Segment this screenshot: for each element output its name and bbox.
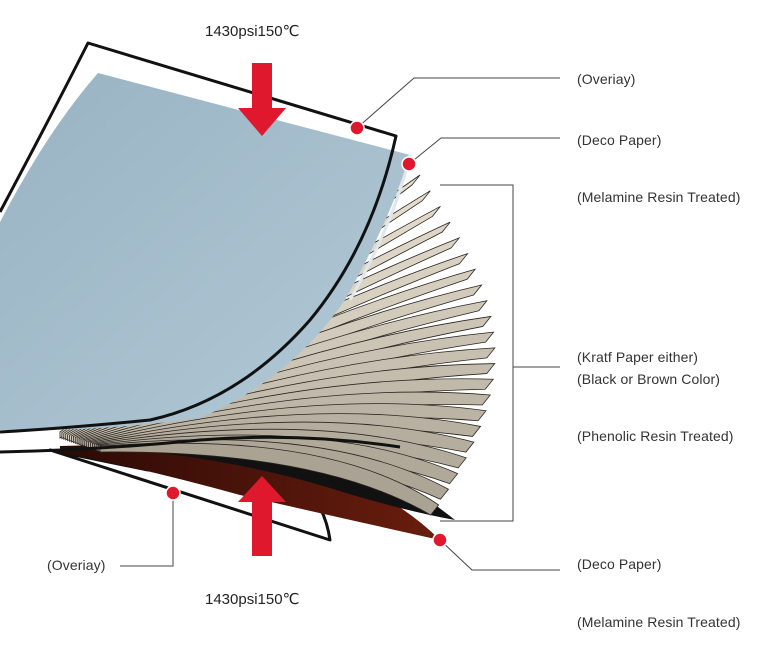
kraft-sheet	[99, 442, 440, 516]
label-overlay-bottom: (Overiay)	[47, 557, 106, 573]
bottom-pressure-arrow	[238, 476, 286, 556]
marker-deco-bottom	[432, 532, 448, 548]
leader-deco-bottom	[439, 539, 560, 571]
leader-overlay-top	[356, 77, 560, 129]
leader-deco-top	[408, 137, 560, 165]
marker-overlay-bottom	[165, 485, 181, 501]
label-melamine-top: (Melamine Resin Treated)	[577, 189, 741, 205]
label-overlay-top: (Overiay)	[577, 71, 636, 87]
label-melamine-bottom: (Melamine Resin Treated)	[577, 614, 741, 630]
label-kraft-line1: (Kratf Paper either)	[577, 349, 699, 365]
label-kraft-line2: (Black or Brown Color)	[577, 371, 721, 387]
bracket-kraft	[440, 184, 514, 522]
label-phenolic: (Phenolic Resin Treated)	[577, 428, 734, 444]
marker-deco-top	[401, 156, 417, 172]
pressure-label-bottom: 1430psi150℃	[205, 591, 300, 608]
label-deco-top: (Deco Paper)	[577, 132, 662, 148]
marker-overlay-top	[349, 120, 365, 136]
leader-overlay-bottom	[120, 493, 174, 567]
label-deco-bottom: (Deco Paper)	[577, 556, 662, 572]
top-overlay-sheet	[0, 41, 398, 434]
pressure-label-top: 1430psi150℃	[205, 23, 300, 40]
deco-paper-sheet	[0, 73, 410, 431]
stack-bottom-line	[0, 435, 401, 454]
top-pressure-arrow	[238, 63, 286, 136]
